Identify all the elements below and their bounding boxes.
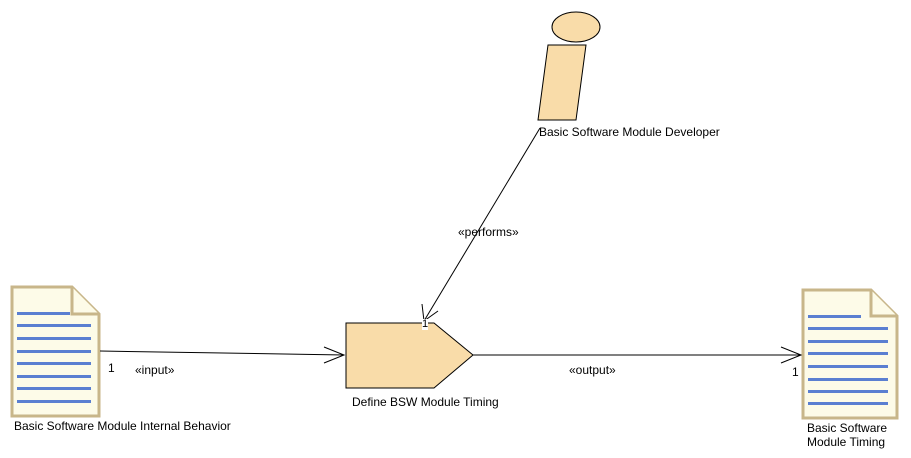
task-icon[interactable] [345,322,474,389]
role-head [551,11,601,43]
document-fold [869,290,897,318]
document-fold [70,287,99,316]
role-label: Basic Software Module Developer [539,125,720,139]
role-body [537,44,587,121]
input-connector[interactable] [99,346,346,364]
output-multiplicity: 1 [792,365,799,379]
input-stereotype: «input» [135,363,175,377]
input-document-icon[interactable] [10,285,101,418]
task-label: Define BSW Module Timing [352,395,499,409]
output-stereotype: «output» [569,363,616,377]
input-product-label: Basic Software Module Internal Behavior [14,419,231,433]
document-lines [808,315,888,405]
performs-stereotype: «performs» [458,225,519,239]
output-document-icon[interactable] [801,288,899,420]
document-lines [17,312,91,403]
output-connector[interactable] [473,346,803,364]
role-icon[interactable] [537,11,601,121]
input-multiplicity: 1 [108,361,115,375]
performs-multiplicity: 1 [422,318,429,330]
output-product-label: Basic Software Module Timing [807,421,888,449]
